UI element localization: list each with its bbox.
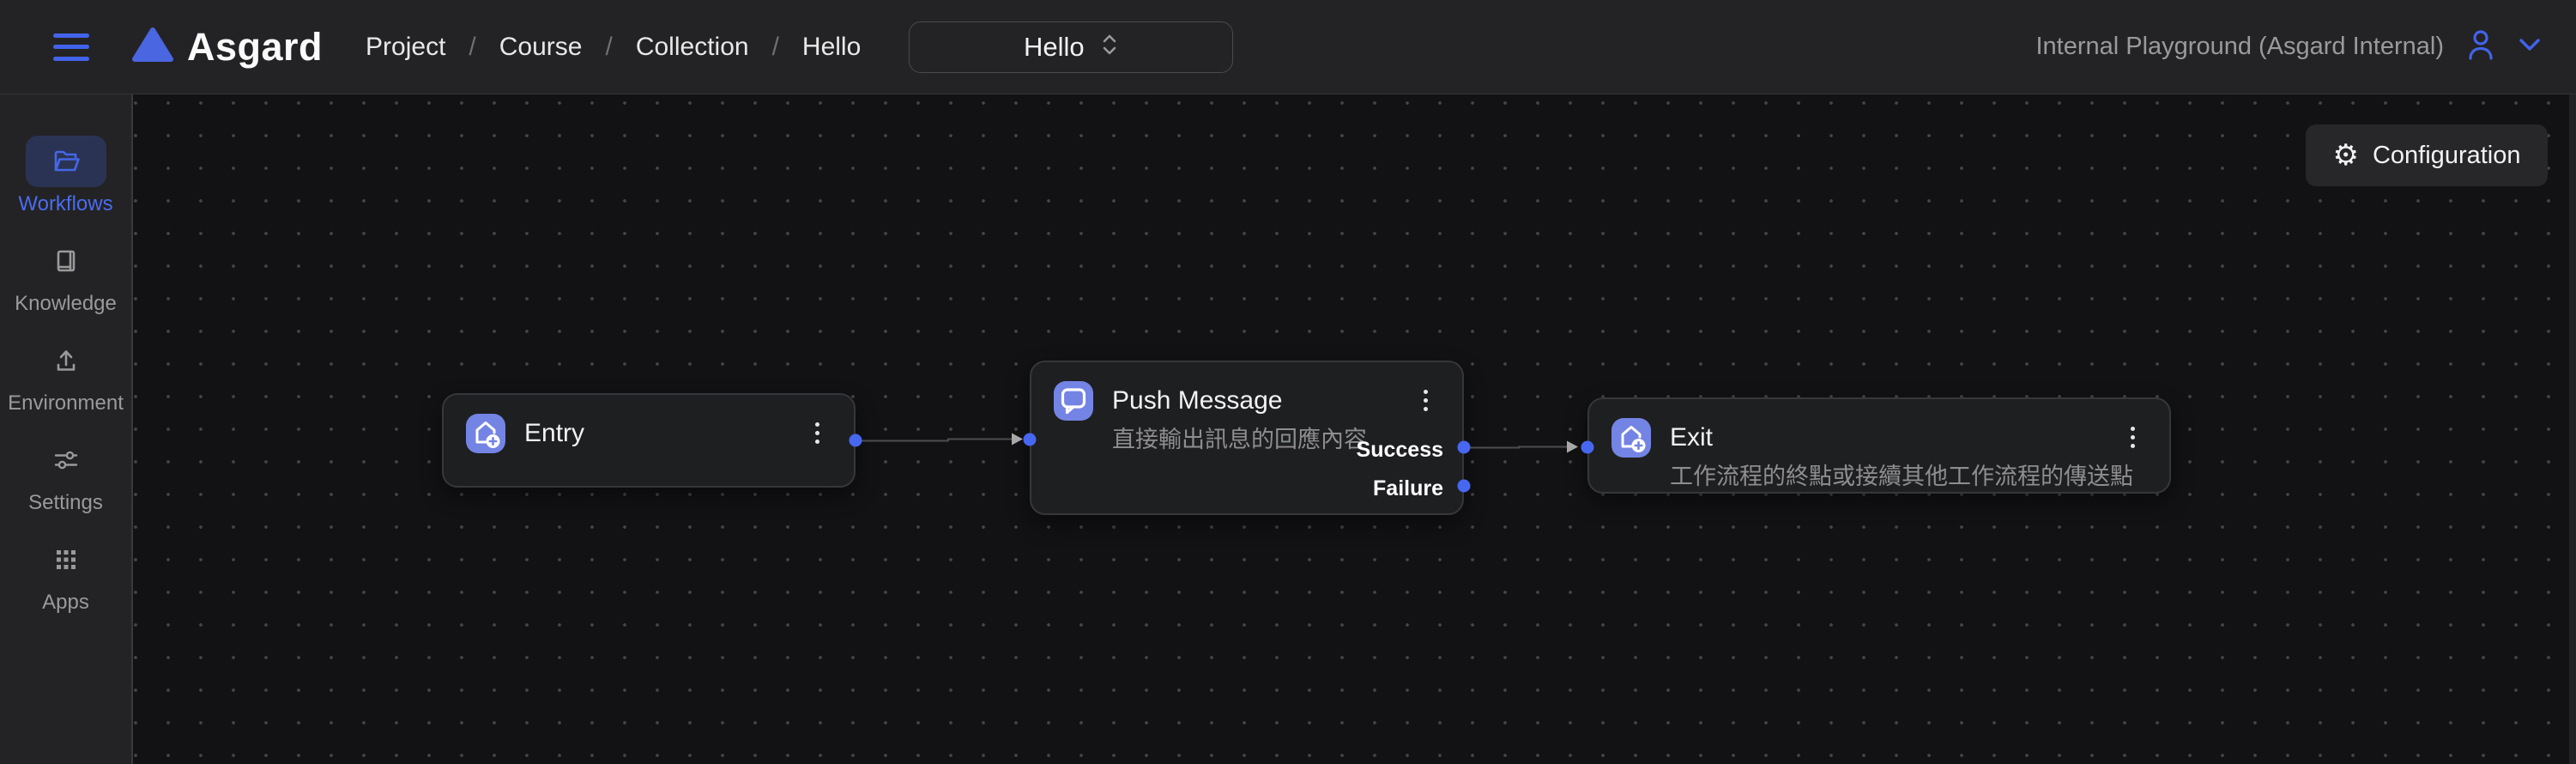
sidebar-item-settings[interactable]: Settings xyxy=(0,434,131,515)
kebab-dot xyxy=(2131,427,2135,431)
kebab-dot xyxy=(1424,407,1428,411)
node-exit-content: Exit 工作流程的終點或接續其他工作流程的傳送點 xyxy=(1589,399,2169,511)
node-menu-button[interactable] xyxy=(1420,386,1431,415)
node-title: Push Message xyxy=(1112,386,1283,415)
sliders-icon xyxy=(26,434,106,486)
hamburger-menu-icon[interactable] xyxy=(53,33,89,61)
sidebar-item-label: Settings xyxy=(28,491,103,514)
kebab-dot xyxy=(815,440,819,444)
sidebar: Workflows Knowledge Environment Settings xyxy=(0,94,133,764)
triangle-logo-icon xyxy=(132,27,173,67)
sidebar-item-apps[interactable]: Apps xyxy=(0,534,131,615)
sidebar-item-environment[interactable]: Environment xyxy=(0,335,131,415)
node-title: Entry xyxy=(524,419,585,447)
edge-success-to-exit xyxy=(1464,446,1567,449)
node-push-message-content: Push Message 直接輸出訊息的回應內容 xyxy=(1031,362,1462,474)
node-entry-content: Entry xyxy=(444,395,854,472)
breadcrumb-current[interactable]: Hello xyxy=(801,32,862,61)
workflow-selector[interactable]: Hello xyxy=(909,21,1234,73)
workflow-canvas[interactable]: ⚙ Configuration Entry xyxy=(133,94,2576,764)
breadcrumb: Project / Course / Collection / Hello xyxy=(366,33,861,62)
workspace-label: Internal Playground (Asgard Internal) xyxy=(2035,33,2444,60)
hamburger-bar xyxy=(53,56,89,61)
scrollbar[interactable] xyxy=(2569,94,2576,764)
kebab-dot xyxy=(815,431,819,435)
sidebar-item-workflows[interactable]: Workflows xyxy=(0,136,131,216)
edge-entry-to-push xyxy=(856,438,1012,442)
app-header: Asgard Project / Course / Collection / H… xyxy=(0,0,2576,94)
breadcrumb-course[interactable]: Course xyxy=(499,32,583,61)
hamburger-bar xyxy=(53,45,89,49)
breadcrumb-separator: / xyxy=(469,32,476,61)
person-icon[interactable] xyxy=(2464,27,2497,66)
breadcrumb-separator: / xyxy=(771,32,779,61)
sidebar-item-label: Apps xyxy=(42,591,89,614)
unfold-icon xyxy=(1100,33,1119,60)
upload-icon xyxy=(26,335,106,386)
sidebar-item-knowledge[interactable]: Knowledge xyxy=(0,235,131,316)
app-logo-text: Asgard xyxy=(187,24,324,69)
edge-arrowhead-icon xyxy=(1567,440,1578,453)
chevron-down-icon[interactable] xyxy=(2518,36,2542,58)
home-plus-icon xyxy=(466,414,505,453)
kebab-dot xyxy=(1424,398,1428,403)
hamburger-bar xyxy=(53,33,89,38)
sidebar-item-label: Knowledge xyxy=(15,292,117,315)
node-push-message[interactable]: Push Message 直接輸出訊息的回應內容 Success Failure xyxy=(1030,361,1464,515)
workflow-selector-value: Hello xyxy=(1023,31,1085,62)
home-plus-icon xyxy=(1612,418,1651,458)
chat-bubble-icon xyxy=(1054,381,1093,421)
breadcrumb-collection[interactable]: Collection xyxy=(635,32,749,61)
breadcrumb-project[interactable]: Project xyxy=(366,32,446,61)
node-exit[interactable]: Exit 工作流程的終點或接續其他工作流程的傳送點 xyxy=(1587,397,2171,494)
configuration-button-label: Configuration xyxy=(2372,141,2521,169)
kebab-dot xyxy=(2131,444,2135,448)
kebab-dot xyxy=(1424,390,1428,394)
node-title: Exit xyxy=(1670,423,1714,452)
node-subtitle: 工作流程的終點或接續其他工作流程的傳送點 xyxy=(1670,464,2133,489)
node-subtitle: 直接輸出訊息的回應內容 xyxy=(1112,427,1367,452)
output-label-failure: Failure xyxy=(1373,476,1443,500)
sidebar-item-label: Environment xyxy=(8,391,124,415)
gear-icon: ⚙ xyxy=(2332,138,2359,173)
kebab-dot xyxy=(815,422,819,427)
node-entry[interactable]: Entry xyxy=(442,393,856,488)
open-folder-icon xyxy=(25,136,106,187)
breadcrumb-separator: / xyxy=(605,32,613,61)
output-label-success: Success xyxy=(1356,438,1443,462)
header-right-group: Internal Playground (Asgard Internal) xyxy=(2035,27,2542,66)
node-menu-button[interactable] xyxy=(812,419,823,447)
node-menu-button[interactable] xyxy=(2127,423,2138,452)
apps-grid-icon xyxy=(26,534,106,585)
configuration-button[interactable]: ⚙ Configuration xyxy=(2306,124,2548,186)
edge-arrowhead-icon xyxy=(1012,433,1023,446)
sidebar-item-label: Workflows xyxy=(18,192,113,215)
book-icon xyxy=(26,235,106,287)
kebab-dot xyxy=(2131,435,2135,440)
